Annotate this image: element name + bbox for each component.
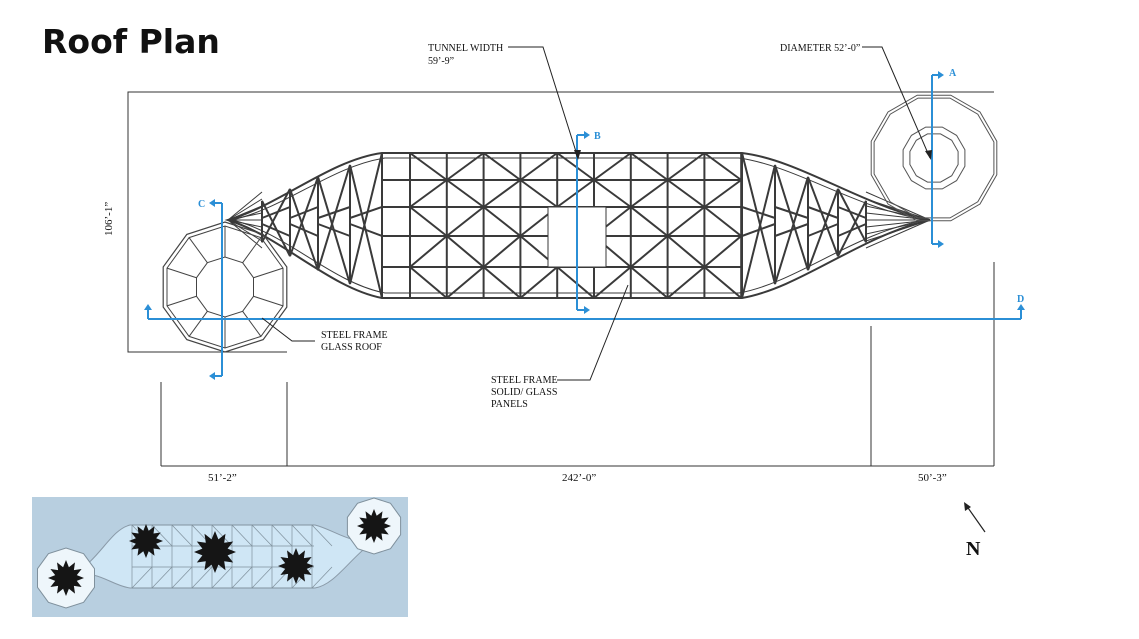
- tree-icon: [48, 560, 84, 596]
- site-boundary: [127, 91, 994, 353]
- steel-panels-label-3: PANELS: [491, 399, 528, 410]
- leader-lines: [261, 46, 931, 381]
- section-label-d: D: [1017, 294, 1024, 305]
- diameter-label: DIAMETER 52’-0”: [780, 43, 860, 54]
- steel-glass-label-2: GLASS ROOF: [321, 342, 382, 353]
- page-title: Roof Plan: [42, 22, 220, 61]
- left-pavilion: [162, 221, 288, 353]
- tree-icon: [194, 531, 236, 573]
- right-pavilion: [870, 94, 998, 222]
- leader-arrowheads: [574, 150, 932, 160]
- dimension-height: 106’-1”: [103, 202, 115, 236]
- north-label: N: [966, 538, 981, 560]
- section-label-a: A: [949, 68, 957, 79]
- roof-thumbnail-image: [32, 497, 408, 617]
- tunnel-width-label: TUNNEL WIDTH: [428, 43, 503, 54]
- steel-panels-label-1: STEEL FRAME: [491, 375, 558, 386]
- tunnel-width-value: 59’-9”: [428, 56, 454, 67]
- tree-icon: [357, 509, 391, 543]
- north-arrow-icon: [965, 504, 986, 533]
- steel-glass-label-1: STEEL FRAME: [321, 330, 388, 341]
- tree-icon: [129, 524, 163, 558]
- section-label-b: B: [594, 131, 601, 142]
- tunnel-structure: [224, 152, 931, 299]
- steel-panels-label-2: SOLID/ GLASS: [491, 387, 557, 398]
- dimension-middle: 242’-0”: [562, 472, 596, 484]
- dimension-left: 51’-2”: [208, 472, 237, 484]
- dimension-right: 50’-3”: [918, 472, 947, 484]
- tree-icon: [278, 548, 314, 584]
- section-arrowheads: [144, 71, 1025, 380]
- section-label-c: C: [198, 199, 205, 210]
